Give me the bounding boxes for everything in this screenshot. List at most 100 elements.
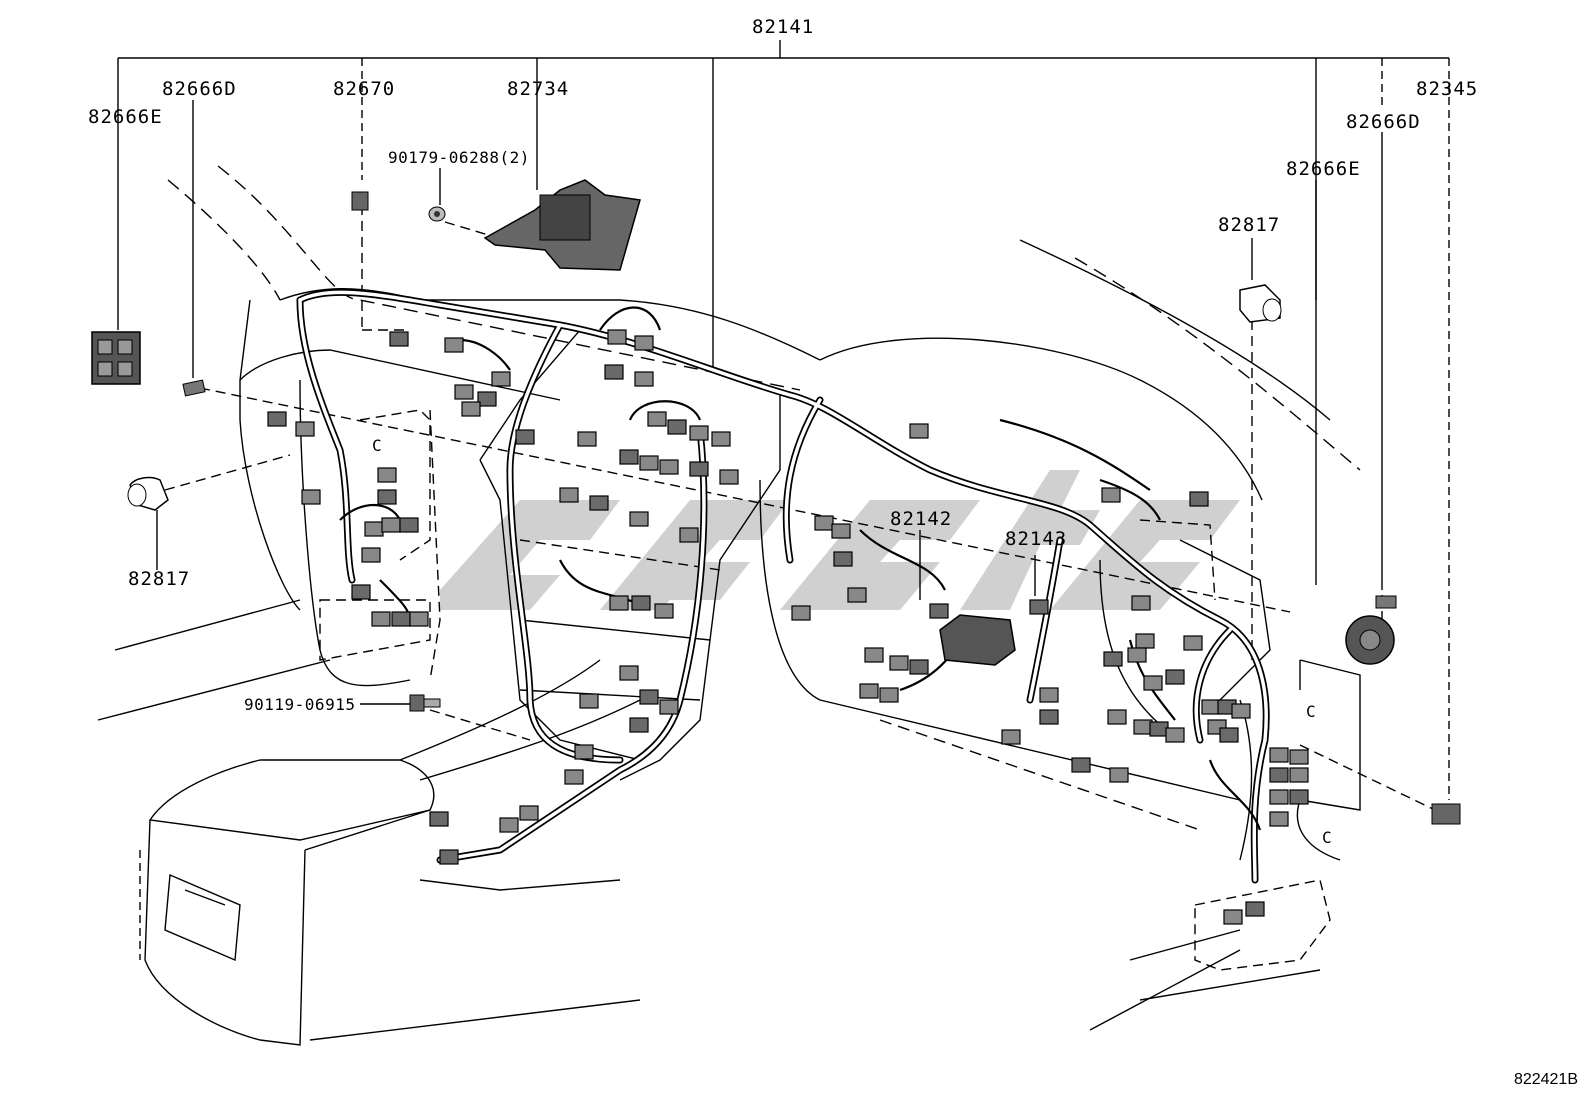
connector-block [409,611,429,627]
connector-block [361,547,381,563]
connector-block [1029,599,1049,615]
label-connector-d-left: 82666D [162,78,237,100]
connector-block [391,611,411,627]
connector-block [477,391,497,407]
connector-block [574,744,594,760]
connector-block [515,429,535,445]
grommet-82817-left [127,476,169,511]
connector-block [1189,491,1209,507]
connector-block [619,449,639,465]
connector-block [909,423,929,439]
connector-block [1133,719,1153,735]
connector-block [864,647,884,663]
connector-block [1269,811,1289,827]
connector-block [631,595,651,611]
connector-82666e-left [91,331,141,385]
connector-block [1269,767,1289,783]
connector-block [689,461,709,477]
connector-block [499,817,519,833]
label-cover-82345: 82345 [1416,78,1479,100]
connector-block [1131,595,1151,611]
connector-block [639,455,659,471]
connector-block [679,527,699,543]
connector-block [579,693,599,709]
connector-block [831,523,851,539]
connector-block [719,469,739,485]
connector-block [1001,729,1021,745]
connector-block [589,495,609,511]
connector-block [454,384,474,400]
connector-block [689,425,709,441]
connector-block [1269,789,1289,805]
figure-code: 822421B [1513,1071,1578,1088]
callout-right-c-2: C [1322,828,1333,847]
connector-block [364,521,384,537]
connector-block [1269,747,1289,763]
connector-block [659,699,679,715]
connector-block [634,335,654,351]
grommet-82817-right [1239,284,1282,323]
connector-block [791,605,811,621]
connector-block [609,595,629,611]
connector-block [439,849,459,865]
connector-block [1039,709,1059,725]
connector-block [564,769,584,785]
connector-block [1107,709,1127,725]
connector-block [1071,757,1091,773]
connector-block [559,487,579,503]
connector-block [1109,767,1129,783]
label-grommet-right: 82817 [1218,214,1281,236]
junction-block-82143 [939,614,1016,666]
connector-block [654,603,674,619]
connector-block [647,411,667,427]
connector-block [444,337,464,353]
label-clip-82670: 82670 [333,78,396,100]
label-connector-d-right: 82666D [1346,111,1421,133]
label-sub-harness-b: 82143 [1005,528,1068,550]
connector-block [1289,789,1309,805]
connector-block [1101,487,1121,503]
connector-block [847,587,867,603]
connector-block [399,517,419,533]
label-connector-e-left: 82666E [88,106,163,128]
label-grommet-left: 82817 [128,568,191,590]
connector-block [889,655,909,671]
connector-82666e-right [1345,615,1395,665]
connector-block [351,584,371,600]
connector-block [519,805,539,821]
label-main-harness: 82141 [752,16,815,38]
connector-82666d-right [1375,595,1397,609]
connector-block [1039,687,1059,703]
connector-block [667,419,687,435]
connector-block [619,665,639,681]
connector-block [1219,727,1239,743]
connector-block [429,811,449,827]
connector-block [461,401,481,417]
clip-82670 [351,191,369,211]
connector-block [929,603,949,619]
connector-block [1103,651,1123,667]
connector-block [1135,633,1155,649]
callout-left-c: C [372,436,383,455]
connector-block [1245,901,1265,917]
label-connector-e-right: 82666E [1286,158,1361,180]
connector-block [1143,675,1163,691]
connector-block [859,683,879,699]
cover-82345 [1431,803,1461,825]
callout-right-c-1: C [1306,702,1317,721]
connector-block [1289,749,1309,765]
connector-block [634,371,654,387]
connector-block [1165,727,1185,743]
connector-blocks [267,329,1309,925]
connector-block [1223,909,1243,925]
connector-block [1165,669,1185,685]
connector-block [491,371,511,387]
connector-block [1127,647,1147,663]
connector-block [607,329,627,345]
connector-block [577,431,597,447]
connector-block [377,489,397,505]
connector-block [879,687,899,703]
connector-block [267,411,287,427]
